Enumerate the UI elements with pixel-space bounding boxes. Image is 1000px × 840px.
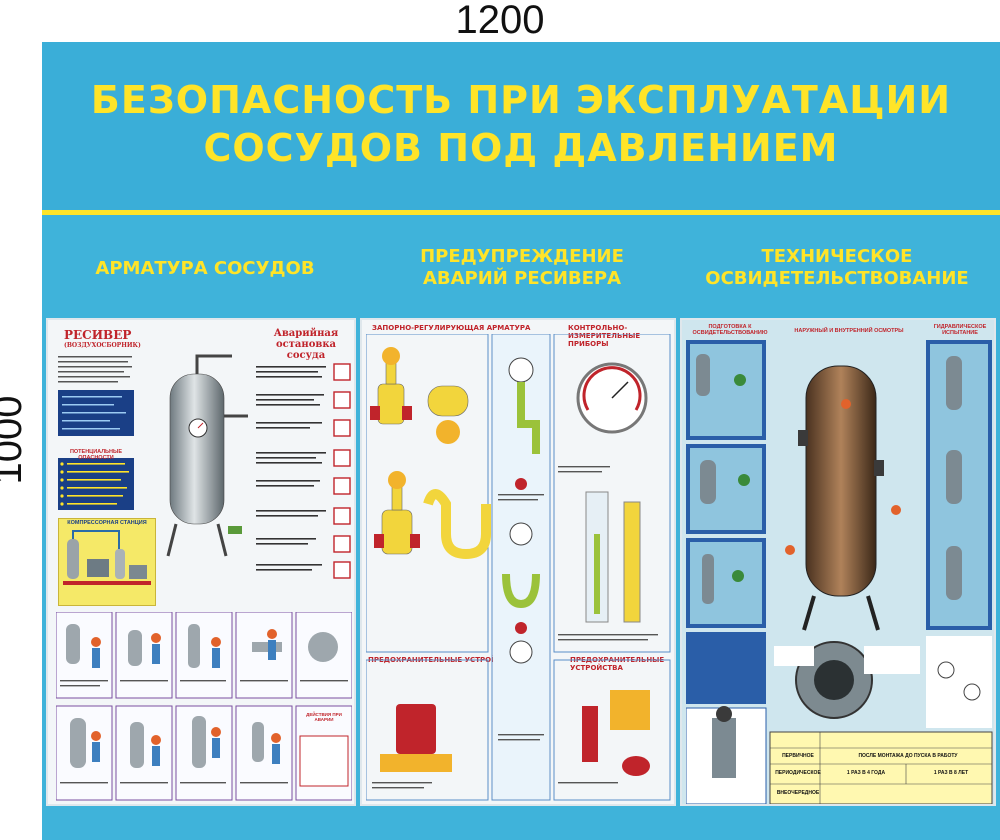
table-extraordinary: ВНЕОЧЕРЕДНОЕ [776,790,820,796]
table-primary: ПЕРВИЧНОЕ [782,753,814,759]
section-title-inspection-line1: ТЕХНИЧЕСКОЕ [761,246,913,267]
title-line-1: БЕЗОПАСНОСТЬ ПРИ ЭКСПЛУАТАЦИИ [90,78,952,122]
section-title-inspection: ТЕХНИЧЕСКОЕ ОСВИДЕТЕЛЬСТВОВАНИЕ [682,246,992,290]
emergency-stop-title-line2: остановка сосуда [275,339,337,361]
preparation-title: ПОДГОТОВКА К ОСВИДЕТЕЛЬСТВОВАНИЮ [692,324,768,336]
emergency-stop-title: Аварийная остановка сосуда [258,328,354,361]
receiver-subtitle: (ВОЗДУХОСБОРНИК) [64,342,141,349]
compressor-station-box: КОМПРЕССОРНАЯ СТАНЦИЯ [58,518,156,606]
emergency-stop-list [256,363,351,579]
title-divider [42,210,1000,215]
hazards-box: ПОТЕНЦИАЛЬНЫЕ ОПАСНОСТИ [58,449,134,510]
gauges-title: КОНТРОЛЬНО-ИЗМЕРИТЕЛЬНЫЕ ПРИБОРЫ [568,324,641,348]
title-band: БЕЗОПАСНОСТЬ ПРИ ЭКСПЛУАТАЦИИ СОСУДОВ ПО… [42,42,1000,210]
hazard-list [60,462,129,506]
title-line-2: СОСУДОВ ПОД ДАВЛЕНИЕМ [203,126,839,170]
inspection-title: НАРУЖНЫЙ И ВНУТРЕННИЙ ОСМОТРЫ [794,328,904,334]
section-title-inspection-line2: ОСВИДЕТЕЛЬСТВОВАНИЕ [705,268,969,289]
inspection-illustrations [686,340,993,804]
receiver-text-block [58,356,134,436]
section-title-fittings: АРМАТУРА СОСУДОВ [95,258,315,279]
stand-board: БЕЗОПАСНОСТЬ ПРИ ЭКСПЛУАТАЦИИ СОСУДОВ ПО… [42,42,1000,840]
compressor-illustration [63,530,151,585]
page-title: БЕЗОПАСНОСТЬ ПРИ ЭКСПЛУАТАЦИИ СОСУДОВ ПО… [42,76,1000,172]
emergency-stop-title-line1: Аварийная [273,328,339,339]
poster-vessel-fittings: РЕСИВЕР (ВОЗДУХОСБОРНИК) Аварийная остан… [46,318,356,806]
table-periodic: ПЕРИОДИЧЕСКОЕ [775,770,821,776]
hazards-title: ПОТЕНЦИАЛЬНЫЕ ОПАСНОСТИ [69,449,123,461]
table-after-install: ПОСЛЕ МОНТАЖА ДО ПУСКА В РАБОТУ [858,753,958,759]
height-dimension: 1000 [0,395,30,485]
receiver-devices-illustrations [366,334,671,801]
section-title-accidents-line2: АВАРИЙ РЕСИВЕРА [422,268,622,289]
accident-actions-title: ДЕЙСТВИЯ ПРИ АВАРИИ [306,712,342,722]
table-every-8-years: 1 РАЗ В 8 ЛЕТ [933,770,969,776]
width-dimension: 1200 [455,0,545,42]
hydro-test-title: ГИДРАВЛИЧЕСКОЕ ИСПЫТАНИЕ [933,324,987,336]
table-every-4-years: 1 РАЗ В 4 ГОДА [846,770,886,776]
valves-title: ЗАПОРНО-РЕГУЛИРУЮЩАЯ АРМАТУРА [372,324,531,332]
poster-technical-inspection: ПОДГОТОВКА К ОСВИДЕТЕЛЬСТВОВАНИЮ НАРУЖНЫ… [680,318,996,806]
safety-scenes-grid [56,612,352,801]
poster-receiver-accidents: ЗАПОРНО-РЕГУЛИРУЮЩАЯ АРМАТУРА КОНТРОЛЬНО… [360,318,676,806]
receiver-title: РЕСИВЕР [64,328,132,342]
section-title-accidents: ПРЕДУПРЕЖДЕНИЕ АВАРИЙ РЕСИВЕРА [372,246,672,290]
section-title-accidents-line1: ПРЕДУПРЕЖДЕНИЕ [420,246,624,267]
compressor-title: КОМПРЕССОРНАЯ СТАНЦИЯ [67,520,147,526]
receiver-vessel-illustration [166,354,248,557]
